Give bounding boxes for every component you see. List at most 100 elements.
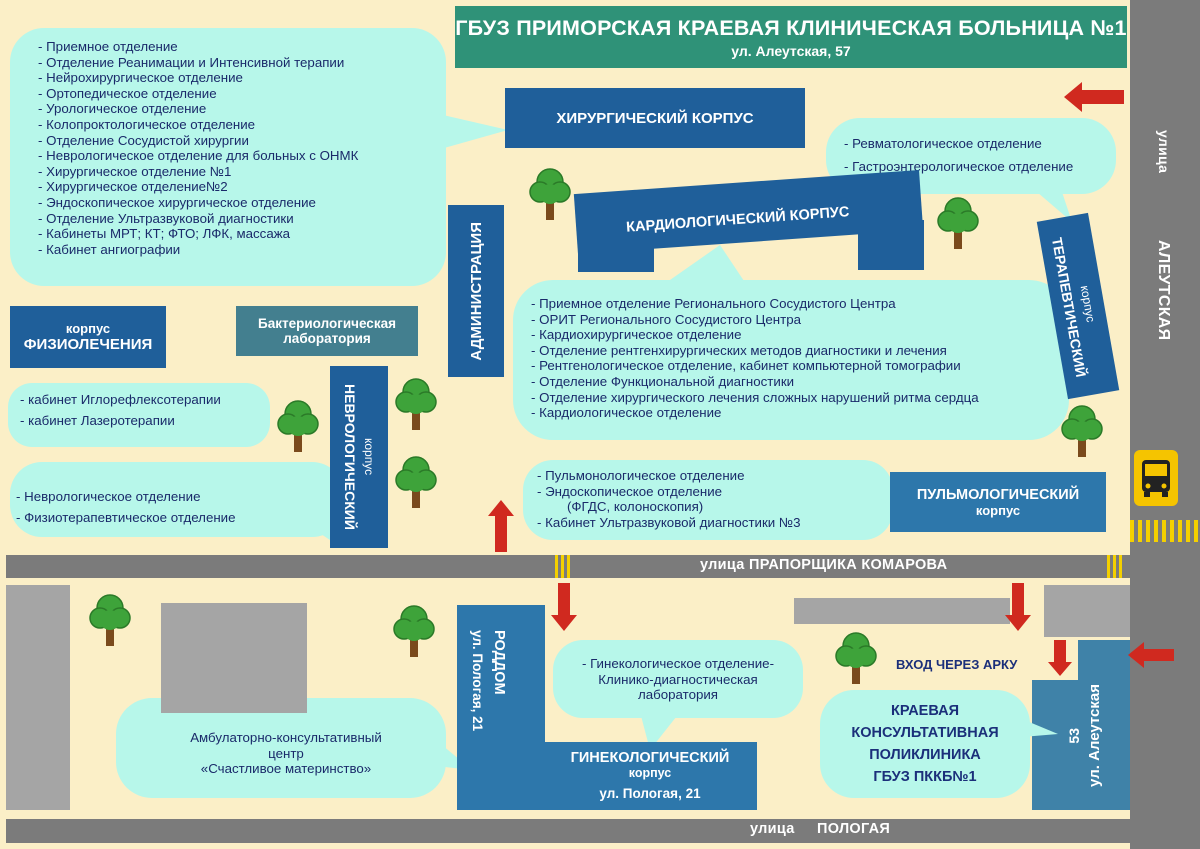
pulmo-building-sub: корпус [975, 502, 1021, 518]
surgical-list-item: - Нейрохирургическое отделение [38, 70, 243, 86]
neuro-list-item: - Физиотерапевтическое отделение [16, 510, 236, 525]
surgical-list-item: - Отделение Реанимации и Интенсивной тер… [38, 54, 345, 70]
surgical-list-item: - Эндоскопическое хирургическое отделени… [38, 194, 316, 210]
gyneco-departments-bubble: - Гинекологическое отделение-Клинико-диа… [553, 640, 803, 718]
bus-stop-icon [1134, 450, 1178, 506]
bacterio-lab-label-2: лаборатория [283, 331, 371, 346]
ambulatory-list-item: «Счастливое материнство» [200, 761, 372, 777]
pulmo-list-item: - Эндоскопическое отделение [537, 483, 723, 499]
bubble-tail [660, 245, 748, 287]
bubble-tail [1030, 186, 1072, 222]
bacterio-lab-building[interactable]: Бактериологическая лаборатория [236, 306, 418, 356]
aleutskaya-53-building[interactable] [1032, 680, 1130, 810]
red-arrow-icon [1128, 642, 1174, 668]
tree-icon [394, 376, 438, 432]
komarova-street-name: ПРАПОРЩИКА КОМАРОВА [749, 557, 948, 573]
neuro-departments-bubble: - Неврологическое отделение- Физиотерапе… [10, 462, 344, 537]
surgical-list-item: - Кабинет ангиографии [38, 241, 181, 257]
roddom-labels: ул. Пологая, 21 РОДДОМ [470, 630, 507, 731]
physio-list-item: - кабинет Лазеротерапии [20, 413, 175, 428]
surgical-list-item: - Приемное отделение [38, 39, 178, 54]
pulmo-list-item: - Кабинет Ультразвуковой диагностики №3 [537, 514, 801, 530]
pulmo-building-label: ПУЛЬМОЛОГИЧЕСКИЙ [916, 486, 1080, 503]
surgical-building-label: ХИРУРГИЧЕСКИЙ КОРПУС [556, 109, 754, 127]
red-arrow-icon [1048, 640, 1072, 676]
cardio-list-item: - Отделение рентгенхирургических методов… [531, 342, 947, 358]
neuro-building-label: НЕВРОЛОГИЧЕСКИЙ [342, 384, 358, 530]
tree-icon [1060, 403, 1104, 459]
surgical-list-item: - Ортопедическое отделение [38, 85, 217, 101]
gray-building [794, 598, 1010, 624]
polyclinic-bubble: КРАЕВАЯ КОНСУЛЬТАТИВНАЯ ПОЛИКЛИНИКА ГБУЗ… [820, 690, 1030, 798]
surgical-departments-bubble: - Приемное отделение- Отделение Реанимац… [10, 28, 446, 286]
cardio-list-item: - Кардиологическое отделение [531, 405, 722, 421]
gray-building [161, 603, 307, 713]
pologaya-street-name: ПОЛОГАЯ [817, 821, 891, 837]
physio-list-item: - кабинет Иглорефлексотерапии [20, 392, 221, 407]
tree-icon [392, 603, 436, 659]
komarova-street-prefix: улица [700, 557, 745, 573]
surgical-building[interactable]: ХИРУРГИЧЕСКИЙ КОРПУС [505, 88, 805, 148]
pulmo-departments-bubble: - Пульмонологическое отделение- Эндоскоп… [523, 460, 893, 540]
polyclinic-line-3: ПОЛИКЛИНИКА [869, 747, 981, 763]
cardio-list-item: - Отделение хирургического лечения сложн… [531, 389, 979, 405]
roddom-address: ул. Пологая, 21 [470, 630, 485, 732]
neuro-building-sub: корпус [362, 438, 376, 476]
cardio-building-wing-right [858, 220, 924, 270]
pologaya-street-prefix: улица [750, 821, 795, 837]
ambulatory-list-item: центр [268, 745, 304, 761]
komarova-street-label: улица ПРАПОРЩИКА КОМАРОВА [700, 557, 947, 573]
aleutskaya-53-tower [1078, 640, 1130, 700]
polyclinic-line-4: ГБУЗ ПККБ№1 [873, 769, 977, 785]
gyneco-list-item: Клинико-диагностическая [598, 671, 758, 687]
red-arrow-icon [1064, 82, 1124, 112]
crosswalk-icon [555, 555, 573, 578]
red-arrow-icon [1005, 583, 1031, 631]
gray-building [1044, 585, 1130, 637]
gyneco-list-item: лаборатория [637, 687, 719, 703]
surgical-list-item: - Отделение Ультразвуковой диагностики [38, 210, 294, 226]
physio-building-sub: корпус [65, 321, 111, 336]
bubble-tail [430, 112, 508, 152]
cardio-list-item: - Рентгенологическое отделение, кабинет … [531, 358, 961, 374]
physio-building[interactable]: корпус ФИЗИОЛЕЧЕНИЯ [10, 306, 166, 368]
physio-building-label: ФИЗИОЛЕЧЕНИЯ [23, 336, 153, 353]
gray-building [6, 585, 70, 810]
gyneco-labels: ГИНЕКОЛОГИЧЕСКИЙ корпус ул. Пологая, 21 [550, 746, 750, 804]
tree-icon [936, 195, 980, 251]
aleutskaya-53-address: ул. Алеутская [1086, 684, 1103, 787]
pulmo-list-item: - Пульмонологическое отделение [537, 468, 745, 483]
red-arrow-icon [551, 583, 577, 631]
gyneco-building[interactable] [457, 742, 757, 810]
pologaya-street-label: улица ПОЛОГАЯ [750, 821, 890, 837]
cardio-list-item: - Кардиохирургическое отделение [531, 327, 742, 343]
surgical-list-item: - Хирургическое отделение№2 [38, 179, 228, 195]
neuro-building[interactable]: НЕВРОЛОГИЧЕСКИЙ корпус [330, 366, 388, 548]
surgical-list-item: - Урологическое отделение [38, 101, 207, 117]
surgical-list-item: - Отделение Сосудистой хирургии [38, 132, 249, 148]
physio-cabinets-bubble: - кабинет Иглорефлексотерапии - кабинет Л… [8, 383, 270, 447]
aleutskaya-street [1130, 0, 1200, 849]
arch-entry-label: ВХОД ЧЕРЕЗ АРКУ [896, 657, 1018, 672]
pologaya-street [6, 819, 1200, 843]
surgical-list-item: - Кабинеты МРТ; КТ; ФТО; ЛФК, массажа [38, 226, 291, 242]
gyneco-list-item: - Гинекологическое отделение- [581, 656, 775, 671]
cardio-building-wing-left [578, 230, 654, 272]
tree-icon [88, 592, 132, 648]
cardio-list-item: - Приемное отделение Регионального Сосуд… [531, 296, 896, 311]
crosswalk-icon [1107, 555, 1125, 578]
cardio-departments-bubble: - Приемное отделение Регионального Сосуд… [513, 280, 1069, 440]
surgical-list-item: - Хирургическое отделение №1 [38, 163, 232, 179]
gyneco-building-address: ул. Пологая, 21 [599, 785, 701, 801]
tree-icon [394, 454, 438, 510]
surgical-list-item: - Неврологическое отделение для больных … [38, 148, 359, 164]
bacterio-lab-label-1: Бактериологическая [258, 316, 396, 331]
pulmo-building[interactable]: ПУЛЬМОЛОГИЧЕСКИЙ корпус [890, 472, 1106, 532]
header-address: ул. Алеутская, 57 [731, 43, 851, 59]
page-title: ГБУЗ ПРИМОРСКАЯ КРАЕВАЯ КЛИНИЧЕСКАЯ БОЛЬ… [455, 16, 1127, 40]
tree-icon [276, 398, 320, 454]
tree-icon [528, 166, 572, 222]
hospital-header: ГБУЗ ПРИМОРСКАЯ КРАЕВАЯ КЛИНИЧЕСКАЯ БОЛЬ… [455, 6, 1127, 68]
administration-building[interactable]: АДМИНИСТРАЦИЯ [448, 205, 504, 377]
